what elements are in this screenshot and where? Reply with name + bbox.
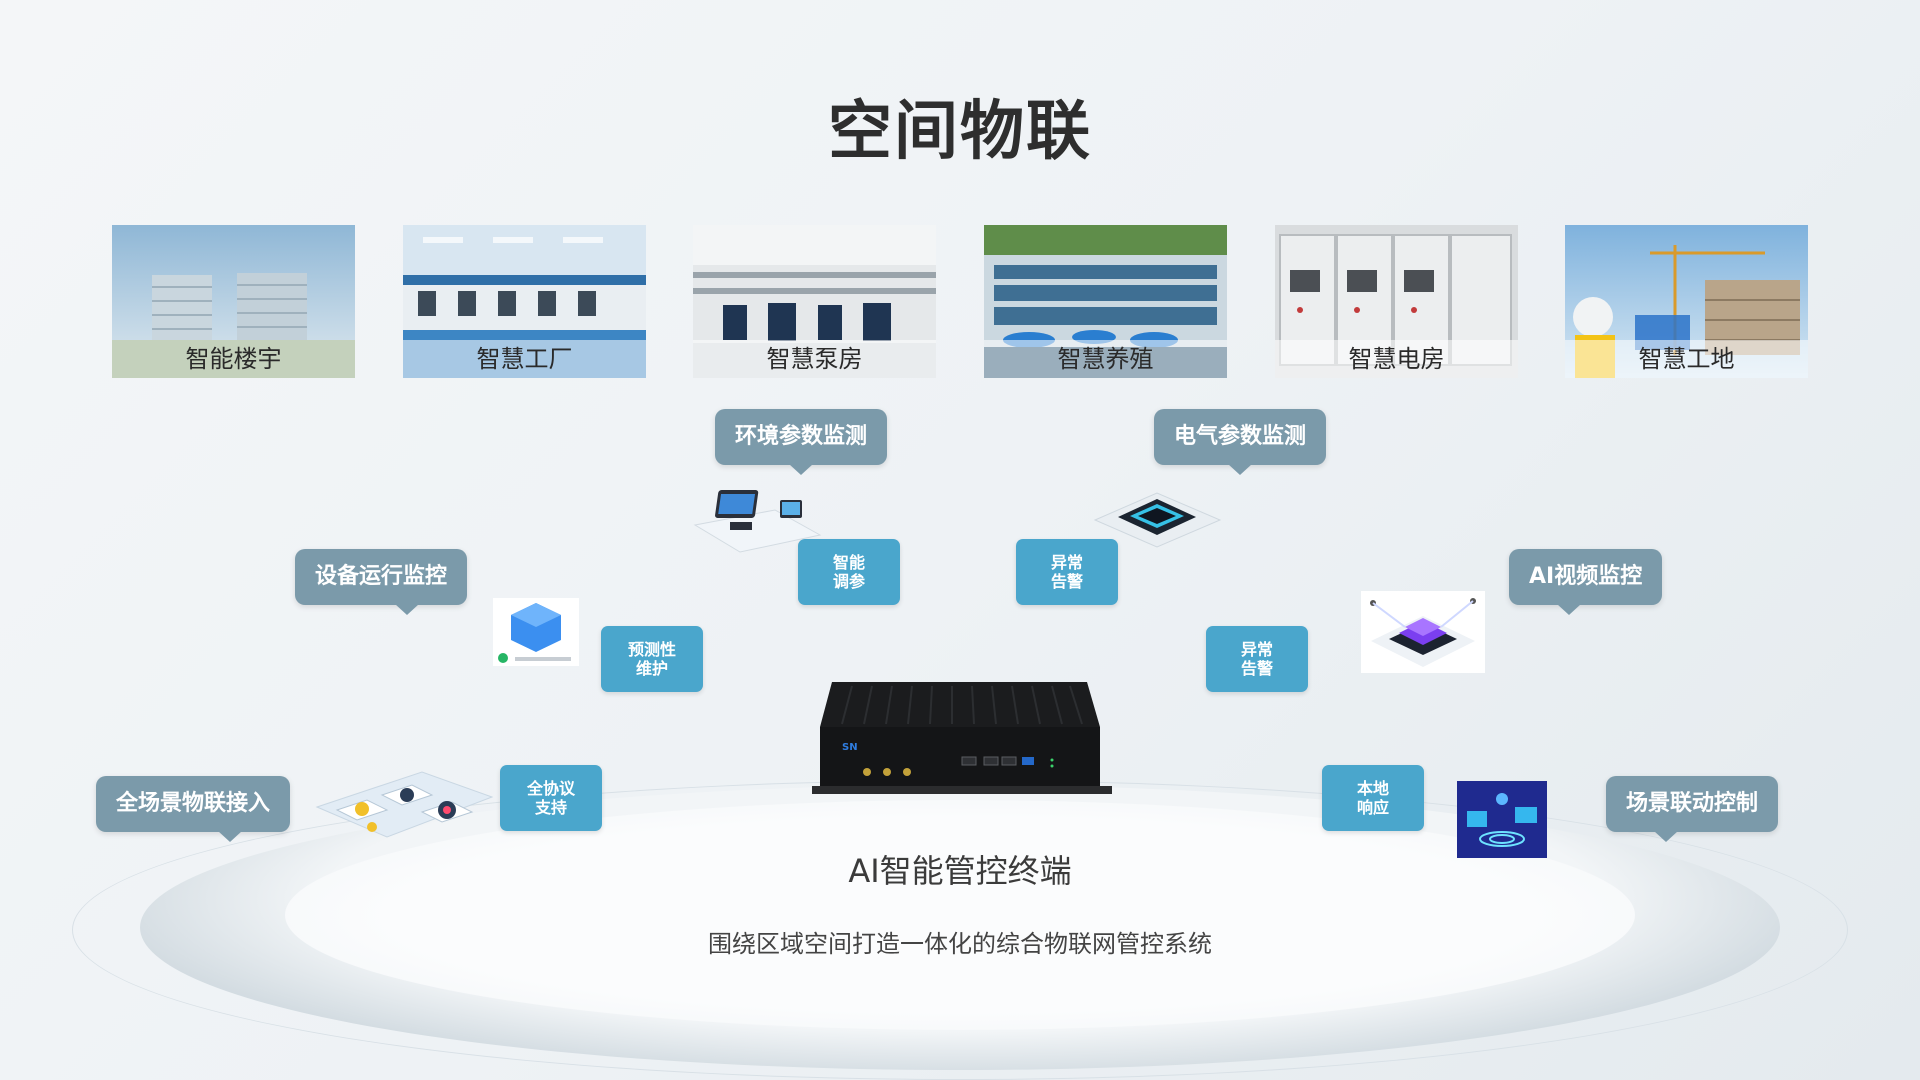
callout-environment-monitoring[interactable]: 环境参数监测 [715, 409, 888, 475]
callout-ai-video-monitoring[interactable]: AI视频监控 [1509, 549, 1663, 615]
scene-tile-construction-site[interactable]: 智慧工地 [1565, 225, 1808, 378]
feature-local-response[interactable]: 本地响应 [1322, 765, 1424, 831]
callout-device-monitoring[interactable]: 设备运行监控 [295, 549, 468, 615]
page-title: 空间物联 [828, 95, 1092, 169]
video-screen-icon [1457, 781, 1547, 862]
feature-alarm-2[interactable]: 异常告警 [1206, 626, 1308, 692]
feature-alarm[interactable]: 异常告警 [1016, 539, 1118, 605]
scene-label: 智能楼宇 [112, 340, 355, 378]
feature-line: 异常 [1240, 640, 1273, 659]
scene-tile-aquaculture[interactable]: 智慧养殖 [984, 225, 1227, 378]
cube-device-icon [493, 598, 579, 670]
callout-electrical-monitoring[interactable]: 电气参数监测 [1154, 409, 1327, 475]
platform-top [285, 800, 1635, 1030]
callout-scene-linkage-control[interactable]: 场景联动控制 [1606, 776, 1779, 842]
feature-line: 告警 [1050, 572, 1083, 591]
device-name: AI智能管控终端 [848, 852, 1072, 890]
ai-camera-platform-icon [1361, 591, 1485, 677]
scene-label: 智慧养殖 [984, 340, 1227, 378]
iot-network-icon [312, 752, 497, 846]
tablet-dashboard-icon [690, 480, 825, 559]
feature-line: 响应 [1356, 798, 1389, 817]
feature-line: 智能 [832, 553, 865, 572]
feature-line: 支持 [534, 798, 567, 817]
feature-line: 维护 [635, 659, 668, 678]
scene-tile-building[interactable]: 智能楼宇 [112, 225, 355, 378]
feature-line: 全协议 [526, 779, 575, 798]
page-subtitle: 围绕区域空间打造一体化的综合物联网管控系统 [708, 930, 1212, 958]
feature-line: 本地 [1356, 779, 1389, 798]
scene-tile-factory[interactable]: 智慧工厂 [403, 225, 646, 378]
scene-label: 智慧电房 [1275, 340, 1518, 378]
feature-full-protocol[interactable]: 全协议支持 [500, 765, 602, 831]
feature-line: 预测性 [627, 640, 676, 659]
scene-label: 智慧工地 [1565, 340, 1808, 378]
device-brand: SN [842, 742, 858, 753]
ai-terminal-device[interactable]: SN [812, 672, 1112, 816]
scene-label: 智慧工厂 [403, 340, 646, 378]
chip-icon [1090, 485, 1225, 559]
scene-label: 智慧泵房 [693, 340, 936, 378]
callout-full-scene-access[interactable]: 全场景物联接入 [96, 776, 291, 842]
scene-tile-power-room[interactable]: 智慧电房 [1275, 225, 1518, 378]
feature-predictive-maintenance[interactable]: 预测性维护 [601, 626, 703, 692]
feature-smart-tuning[interactable]: 智能调参 [798, 539, 900, 605]
feature-line: 异常 [1050, 553, 1083, 572]
feature-line: 调参 [832, 572, 865, 591]
feature-line: 告警 [1240, 659, 1273, 678]
scene-tile-pump-room[interactable]: 智慧泵房 [693, 225, 936, 378]
